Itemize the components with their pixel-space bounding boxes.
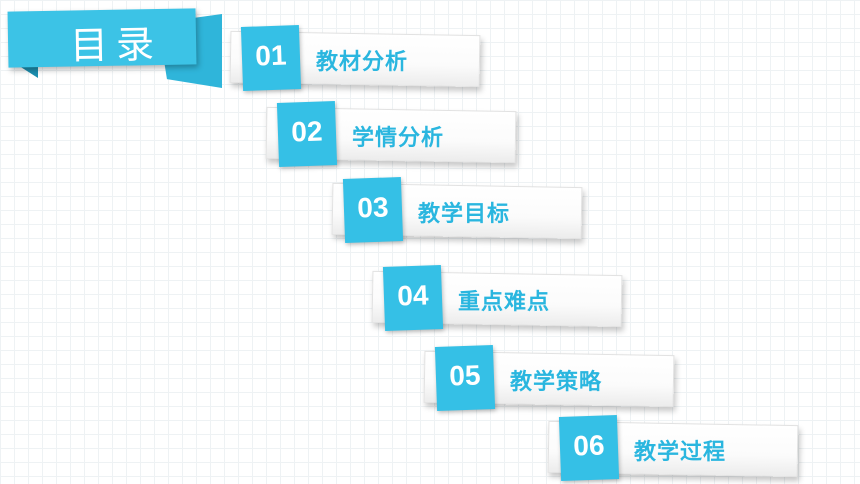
item-number: 01	[254, 39, 288, 72]
item-badge: 05	[434, 345, 496, 411]
item-badge: 04	[382, 265, 444, 331]
item-label: 教学目标	[418, 202, 511, 227]
title-ribbon: 目录	[7, 6, 222, 88]
toc-item-3[interactable]: 03 教学目标	[331, 177, 602, 246]
toc-item-4[interactable]: 04 重点难点	[371, 265, 642, 334]
item-number: 04	[396, 279, 430, 312]
item-label: 学情分析	[352, 126, 445, 151]
item-label: 教学过程	[634, 440, 727, 465]
item-label: 重点难点	[458, 290, 551, 315]
item-badge: 02	[276, 101, 338, 167]
item-number: 05	[448, 359, 482, 392]
toc-item-6[interactable]: 06 教学过程	[547, 415, 818, 484]
toc-item-2[interactable]: 02 学情分析	[265, 101, 536, 170]
item-label: 教材分析	[316, 50, 409, 75]
item-number: 02	[290, 115, 324, 148]
item-number: 03	[356, 191, 390, 224]
item-badge: 01	[240, 25, 302, 91]
page-title: 目录	[69, 22, 163, 68]
item-badge: 03	[342, 177, 404, 243]
item-number: 06	[572, 429, 606, 462]
toc-item-5[interactable]: 05 教学策略	[423, 345, 694, 414]
item-label: 教学策略	[510, 370, 603, 395]
toc-item-1[interactable]: 01 教材分析	[229, 25, 500, 94]
item-badge: 06	[558, 415, 620, 481]
